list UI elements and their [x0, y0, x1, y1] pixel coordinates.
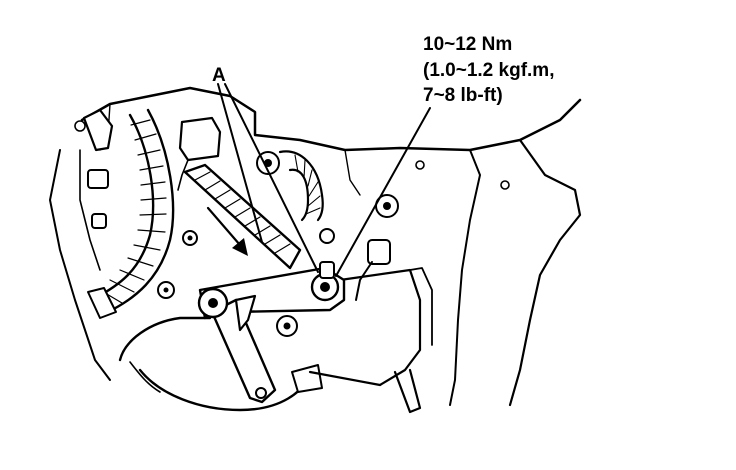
bolt-lower-center [276, 315, 298, 337]
leader-lines [217, 83, 431, 277]
corrugated-hose-right [278, 150, 324, 222]
corrugated-hose-middle [183, 163, 302, 270]
bolt-lower-left [157, 281, 175, 299]
torque-spec-callout: 10~12 Nm (1.0~1.2 kgf.m, 7~8 lb-ft) [423, 34, 554, 106]
lower-cover-plate [118, 267, 433, 414]
bolt-mid [319, 228, 335, 244]
torque-spec-line-3: 7~8 lb-ft) [423, 85, 503, 106]
shift-lever-linkage [197, 261, 346, 404]
bolt-upper-left [256, 151, 280, 175]
corrugated-hose-left [87, 108, 175, 319]
part-label-a: A [212, 65, 226, 86]
lever-pivot-bolt [197, 287, 229, 319]
housing-bolts [157, 151, 399, 337]
leader-part-a-2 [217, 83, 263, 243]
lever-clamp-nut [310, 272, 340, 302]
torque-spec-line-1: 10~12 Nm [423, 34, 512, 55]
transmission-housing [49, 86, 582, 407]
torque-spec-line-2: (1.0~1.2 kgf.m, [423, 60, 554, 81]
bolt-right-stud [355, 239, 391, 301]
leader-part-a-1 [224, 83, 319, 273]
leader-torque [335, 107, 431, 277]
bolt-left-small [182, 230, 198, 246]
